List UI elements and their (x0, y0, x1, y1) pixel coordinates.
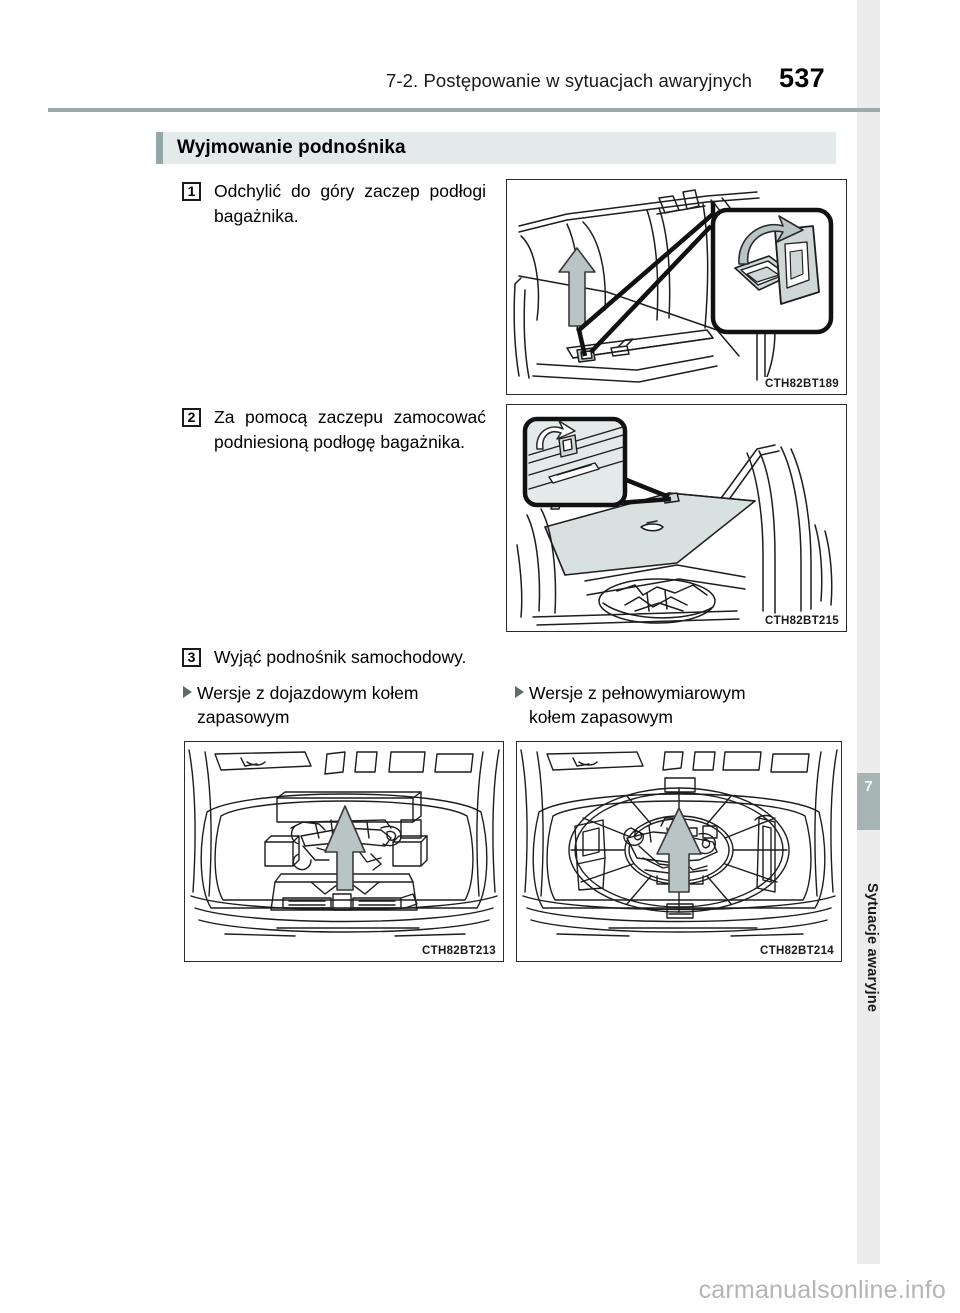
page-number: 537 (779, 63, 825, 93)
step-number-2: 2 (182, 408, 201, 427)
figure-trunk-floor-secured: CTH82BT215 (506, 404, 847, 632)
illustration-full-size-spare-jack-location (520, 749, 838, 937)
section-accent-bar (156, 132, 163, 164)
section-title: Wyjmowanie podnośnika (177, 137, 406, 158)
figure-code-3: CTH82BT213 (419, 944, 499, 958)
variant-heading-line1: Wersje z dojazdowym kołem (197, 683, 419, 703)
step-text-1: Odchylić do góry zaczep podłogi bagażnik… (214, 181, 486, 226)
variant-heading-line2: kołem zapasowym (529, 707, 673, 727)
section-header: Wyjmowanie podnośnika (156, 132, 836, 164)
hook-detail (734, 215, 820, 305)
figure-compact-spare-jack-location: CTH82BT213 (184, 741, 504, 962)
watermark: carmanualsonline.info (698, 1276, 946, 1304)
figure-code-2: CTH82BT215 (762, 614, 842, 628)
header-divider (48, 108, 880, 112)
chapter-tab-strip (857, 0, 880, 1264)
illustration-trunk-floor-secured (516, 416, 833, 626)
figure-code-4: CTH82BT214 (757, 944, 837, 958)
triangle-bullet-icon (515, 686, 524, 698)
illustration-compact-spare-jack-location (188, 749, 500, 937)
triangle-bullet-icon (183, 686, 192, 698)
step-text-2: Za pomocą zaczepu zamocować podniesioną … (214, 407, 486, 452)
variant-heading-line1: Wersje z pełnowymiarowym (529, 683, 746, 703)
figure-code-1: CTH82BT189 (762, 377, 842, 391)
rotate-arrow-icon (738, 215, 804, 265)
variant-heading-compact-spare: Wersje z dojazdowym kołem zapasowym (183, 681, 483, 729)
step-number-3: 3 (182, 648, 201, 667)
up-arrow-indicator (324, 805, 366, 891)
step-text-3: Wyjąć podnośnik samochodowy. (214, 647, 467, 667)
variant-heading-line2: zapasowym (197, 707, 290, 727)
step-number-1: 1 (182, 182, 201, 201)
page-title: 7-2. Postępowanie w sytuacjach awaryjnyc… (385, 70, 752, 91)
up-arrow-indicator (656, 807, 702, 893)
figure-full-size-spare-jack-location: CTH82BT214 (516, 741, 842, 962)
figure-trunk-hook-flip-up: CTH82BT189 (506, 179, 847, 395)
rotate-arrow-icon (536, 420, 576, 450)
chapter-tab-number: 7 (857, 773, 880, 830)
page-header: 7-2. Postępowanie w sytuacjach awaryjnyc… (0, 62, 857, 108)
variant-heading-full-size-spare: Wersje z pełnowymiarowym kołem zapasowym (515, 681, 835, 729)
up-arrow-indicator (558, 247, 596, 327)
chapter-tab-label: Sytuacje awaryjne (864, 883, 880, 1013)
illustration-trunk-hook-flip-up (513, 189, 834, 387)
